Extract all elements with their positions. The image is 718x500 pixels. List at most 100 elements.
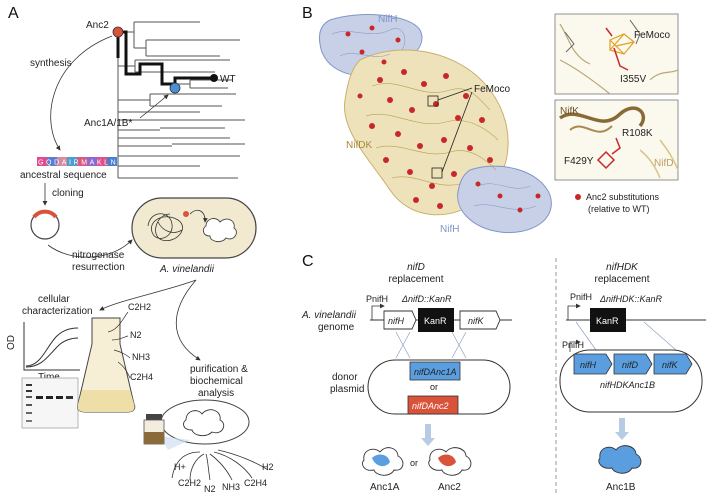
pnifh-right-label: PnifH (570, 292, 592, 302)
wt-node (210, 74, 218, 82)
panel-label-a: A (8, 5, 19, 22)
purification-label-2: biochemical (190, 376, 243, 387)
donor-label-1: donor (332, 372, 358, 383)
flask-icon (77, 317, 136, 413)
purification-label-3: analysis (198, 388, 234, 399)
nh3-label-a: NH3 (132, 352, 150, 362)
i355v-label: I355V (620, 74, 646, 85)
legend-line-2: (relative to WT) (588, 204, 650, 214)
nifd-anc2-label: nifDAnc2 (412, 401, 449, 411)
nifk-gene-left (459, 310, 501, 330)
anc1b-output-label: Anc1B (606, 482, 636, 493)
hplus-label: H+ (174, 462, 186, 472)
h2-label: H2 (262, 462, 274, 472)
anc2-protein (428, 447, 472, 476)
nifd-title-2: replacement (388, 274, 443, 285)
cell-icon (131, 197, 257, 259)
delta-nifhdk-label: ΔnifHDK::KanR (599, 294, 663, 304)
wt-label: WT (220, 74, 236, 85)
genome-label-1: A. vinelandii (301, 310, 357, 321)
organism-label: A. vinelandii (159, 264, 215, 275)
nifh-gene-left (383, 310, 417, 330)
legend-line-1: Anc2 substitutions (586, 192, 660, 202)
pnifh-left-label: PnifH (366, 294, 388, 304)
c2h4-label-a: C2H4 (130, 372, 153, 382)
genome-label-2: genome (318, 322, 355, 333)
nifh-top-label: NifH (378, 14, 397, 25)
r108k-label: R108K (622, 128, 653, 139)
anc2-label: Anc2 (86, 20, 109, 31)
or-label-2: or (410, 458, 418, 468)
anc1a-output-label: Anc1A (370, 482, 400, 493)
plasmid-nifh-gene (573, 353, 613, 375)
wt-lineage-path (118, 30, 214, 86)
femoco-label: FeMoco (474, 84, 511, 95)
c2h2-label-a: C2H2 (128, 302, 151, 312)
n2-label-b: N2 (204, 484, 216, 494)
panel-label-b: B (302, 5, 313, 22)
nifhdk-title-2: replacement (594, 274, 649, 285)
panel-label-c: C (302, 253, 314, 270)
nifd-anc1a-label: nifDAnc1A (414, 367, 457, 377)
nifd-anc2-gene (407, 395, 459, 415)
vial-icon (143, 414, 165, 445)
product-arrows (171, 449, 269, 481)
donor-label-2: plasmid (330, 384, 364, 395)
plasmid-nifk-gene (653, 353, 693, 375)
femoco-inset-label: FeMoco (634, 30, 671, 41)
c2h4-label-b: C2H4 (244, 478, 267, 488)
cellular-label-2: characterization (22, 306, 93, 317)
gel-image (21, 377, 79, 429)
nifh-gene-left-label: nifH (388, 316, 405, 326)
nifhdk-anc1b-label: nifHDKAnc1B (600, 380, 655, 390)
nitrogenase-label-2: resurrection (72, 262, 125, 273)
kanr-right-label: KanR (596, 316, 619, 326)
nifd-title-1: nifD (407, 262, 425, 273)
nifk-inset-label: NifK (560, 106, 579, 117)
nh3-label-b: NH3 (222, 482, 240, 492)
femoco-inset (554, 13, 679, 95)
anc2-node (112, 26, 124, 38)
ancestral-sequence-bar: GQDAIRMAKLNI (37, 157, 123, 167)
growth-curve-plot: OD Time (6, 322, 80, 383)
c2h2-label-b: C2H2 (178, 478, 201, 488)
pnifh-plasmid-label: PnifH (562, 340, 584, 350)
plasmid-nifh-label: nifH (580, 360, 597, 370)
or-label-1: or (430, 382, 438, 392)
f429y-label: F429Y (564, 156, 594, 167)
sequence-letters: GQDAIRMAKLNI (38, 160, 123, 167)
n2-label-a: N2 (130, 330, 142, 340)
time-axis-label: Time (38, 372, 60, 383)
plasmid-nifd-gene (613, 353, 653, 375)
nitrogenase-label-1: nitrogenase (72, 250, 125, 261)
nifh-bottom-label: NifH (440, 224, 459, 235)
donor-plasmid-right (559, 349, 703, 413)
nifd-anc1a-gene (409, 361, 461, 381)
dna-tangle (147, 213, 183, 242)
nifk-nifd-inset (554, 99, 679, 181)
flask-reaction-arrows (107, 311, 131, 379)
substitution-legend-dot (575, 194, 581, 200)
purification-label-1: purification & (190, 364, 248, 375)
nitrogenase-structure (319, 14, 552, 234)
nifd-inset-label: NifD (654, 158, 673, 169)
cloning-label: cloning (52, 188, 84, 199)
od-axis-label: OD (6, 335, 17, 350)
kanr-box-left (418, 308, 454, 332)
nifk-gene-left-label: nifK (468, 316, 485, 326)
anc1a-protein (362, 447, 404, 476)
plasmid-nifk-label: nifK (662, 360, 679, 370)
anc1a1b-label: Anc1A/1B* (84, 118, 132, 129)
anc1b-protein (598, 445, 642, 474)
protein-blob-cell (202, 218, 237, 243)
nifdk-label: NifDK (346, 140, 372, 151)
plasmid-nifd-label: nifD (622, 360, 639, 370)
ancestral-sequence-label: ancestral sequence (20, 170, 107, 181)
nifhdk-title-1: nifHDK (606, 262, 639, 273)
kanr-left-label: KanR (424, 316, 447, 326)
kanr-box-right (590, 308, 626, 332)
phylogenetic-tree (117, 21, 245, 179)
anc1-node (169, 82, 181, 94)
anc2-output-label: Anc2 (438, 482, 461, 493)
